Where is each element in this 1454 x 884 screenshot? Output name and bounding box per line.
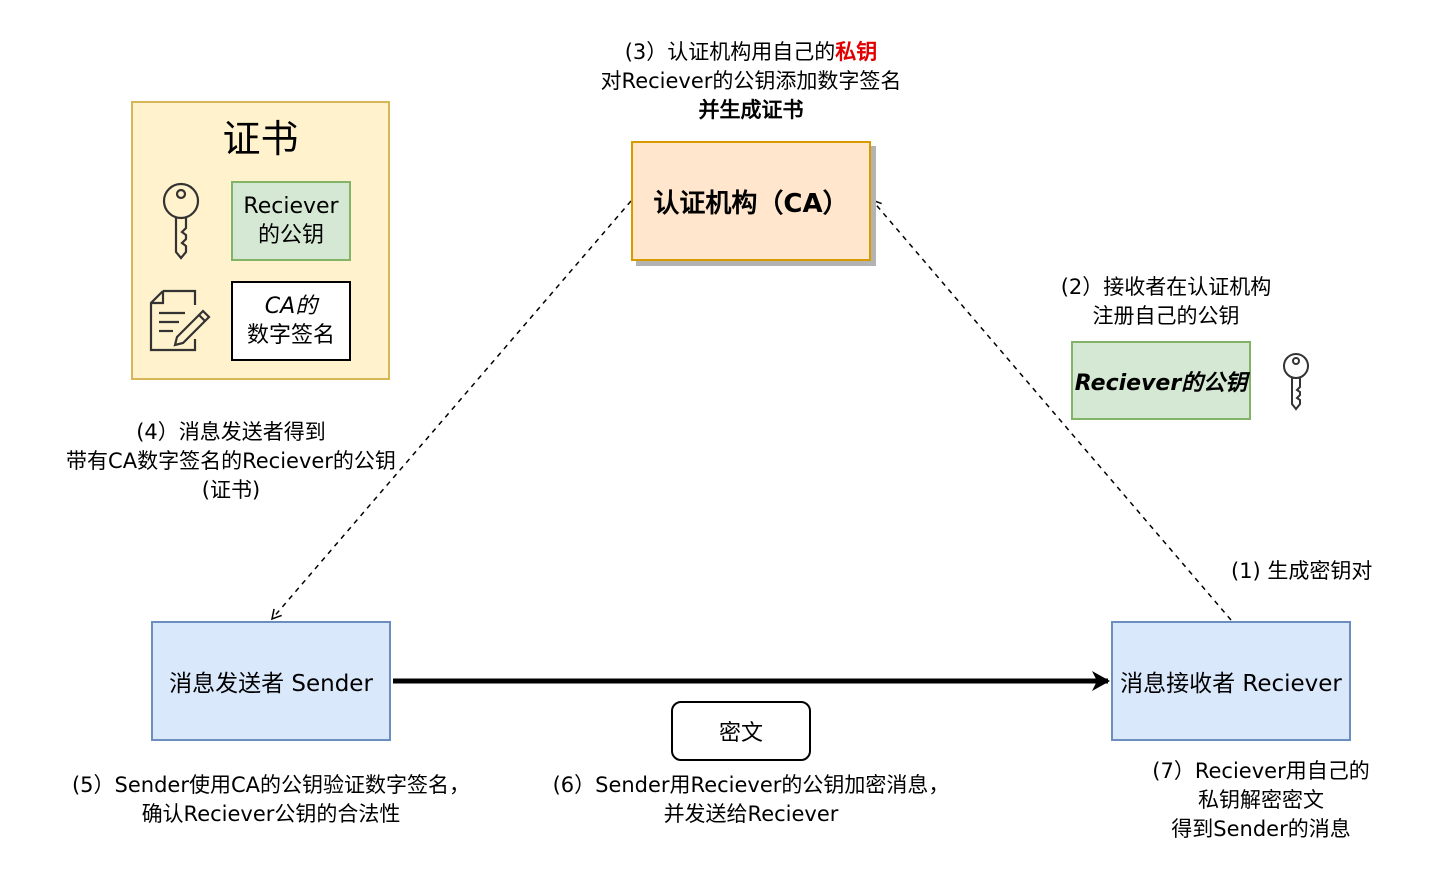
certificate-pubkey-line1: Reciever xyxy=(243,194,339,219)
step4-line3: (证书) xyxy=(201,478,261,502)
certificate-pubkey-line2: 的公钥 xyxy=(257,223,324,248)
step3-label: (3）认证机构用自己的私钥 对Reciever的公钥添加数字签名 并生成证书 xyxy=(551,38,951,125)
sender-node: 消息发送者 Sender xyxy=(151,621,391,741)
step4-label: (4）消息发送者得到 带有CA数字签名的Reciever的公钥 (证书) xyxy=(36,418,426,505)
step2-line2: 注册自己的公钥 xyxy=(1092,304,1240,328)
step6-line1: (6）Sender用Reciever的公钥加密消息， xyxy=(552,773,950,797)
step4-line1: (4）消息发送者得到 xyxy=(136,420,326,444)
receiver-node: 消息接收者 Reciever xyxy=(1111,621,1351,741)
step5-label: (5）Sender使用CA的公钥验证数字签名， 确认Reciever公钥的合法性 xyxy=(36,771,506,829)
sender-node-label: 消息发送者 Sender xyxy=(169,671,373,697)
ciphertext-node: 密文 xyxy=(671,701,811,761)
step3-line1: (3）认证机构用自己的 xyxy=(624,40,836,64)
step2-label: (2）接收者在认证机构 注册自己的公钥 xyxy=(1031,273,1301,331)
step5-line2: 确认Reciever公钥的合法性 xyxy=(141,802,401,826)
ca-node-label: 认证机构（CA） xyxy=(653,188,849,219)
step7-line1: (7）Reciever用自己的 xyxy=(1152,759,1370,783)
certificate-title: 证书 xyxy=(222,117,299,161)
step6-line2: 并发送给Reciever xyxy=(663,802,839,826)
arrow-ca-to-sender xyxy=(270,200,632,621)
step7-line2: 私钥解密密文 xyxy=(1198,788,1324,812)
step1-label: (1) 生成密钥对 xyxy=(1231,559,1373,583)
certificate-signature-line1: CA的 xyxy=(264,294,318,319)
receiver-node-label: 消息接收者 Reciever xyxy=(1120,671,1342,697)
step7-line3: 得到Sender的消息 xyxy=(1171,817,1351,841)
step3-highlight: 私钥 xyxy=(835,40,878,64)
step3-line3: 并生成证书 xyxy=(698,98,804,122)
registered-pubkey-box: Reciever的公钥 xyxy=(1071,341,1251,420)
step6-label: (6）Sender用Reciever的公钥加密消息， 并发送给Reciever xyxy=(521,771,981,829)
step5-line1: (5）Sender使用CA的公钥验证数字签名， xyxy=(71,773,471,797)
certificate-signature-line2: 数字签名 xyxy=(246,323,335,348)
step7-label: (7）Reciever用自己的 私钥解密密文 得到Sender的消息 xyxy=(1126,757,1396,844)
registered-pubkey-label: Reciever的公钥 xyxy=(1074,370,1248,396)
certificate-signature-box: CA的 数字签名 xyxy=(231,281,351,361)
arrow-receiver-to-ca xyxy=(870,198,1232,621)
step2-line1: (2）接收者在认证机构 xyxy=(1060,275,1272,299)
step3-line2: 对Reciever的公钥添加数字签名 xyxy=(600,69,902,93)
step4-line2: 带有CA数字签名的Reciever的公钥 xyxy=(66,449,396,473)
ciphertext-label: 密文 xyxy=(718,721,763,746)
ca-node: 认证机构（CA） xyxy=(631,141,871,261)
certificate-pubkey-box: Reciever 的公钥 xyxy=(231,181,351,261)
